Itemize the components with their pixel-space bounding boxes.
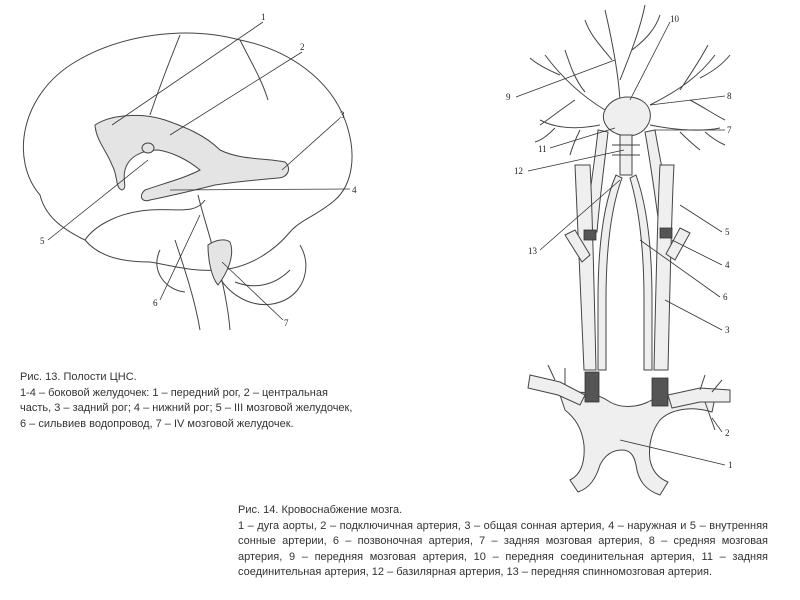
brain-sulcus-line	[239, 39, 269, 101]
label-10: 10	[670, 14, 680, 24]
pons-outline	[156, 249, 186, 293]
left-vertebral-artery	[597, 174, 623, 371]
brain-blood-supply-diagram: 10 9 8 7 11 12 13 5 4 6 3 2 1	[506, 4, 733, 496]
figure-14-caption-text: 1 – дуга аорты, 2 – подключичная артерия…	[238, 519, 768, 579]
brain-lobe-line	[84, 199, 206, 241]
label-4b: 4	[725, 260, 730, 270]
aortic-arch	[559, 391, 716, 496]
leader-line-10	[629, 21, 671, 101]
leader-line-2b	[711, 417, 723, 433]
anterior-cerebral-branches	[584, 4, 661, 101]
basilar-cross-branches	[612, 144, 640, 156]
label-8: 8	[727, 91, 732, 101]
leader-line-8	[649, 95, 726, 106]
left-posterior-cerebral-branches	[534, 119, 601, 156]
leader-line-11	[549, 127, 616, 149]
label-9: 9	[506, 92, 511, 102]
lateral-ventricle-shape	[94, 115, 289, 202]
label-6: 6	[153, 298, 158, 308]
leader-line-4b	[671, 239, 723, 266]
label-6b: 6	[723, 292, 728, 302]
label-2b: 2	[725, 428, 730, 438]
label-11: 11	[538, 144, 547, 154]
left-subclavian-artery	[527, 374, 586, 406]
figure-14-caption-title: Рис. 14. Кровоснабжение мозга.	[238, 504, 403, 516]
cerebellum-fold	[234, 269, 291, 287]
left-middle-cerebral-branches	[529, 49, 606, 126]
label-1: 1	[261, 12, 266, 22]
label-1b: 1	[728, 460, 733, 470]
brain-sulcus-line	[149, 34, 181, 116]
right-vertebral-artery	[629, 174, 653, 371]
left-carotid-bifurcation-band	[583, 229, 597, 241]
label-12: 12	[514, 166, 523, 176]
leader-line-5	[47, 159, 149, 241]
right-posterior-cerebral-branches	[649, 124, 726, 151]
brainstem-outline	[174, 239, 201, 331]
cerebral-aqueduct	[197, 194, 213, 246]
leader-line-2	[169, 51, 303, 136]
right-subclavian-band	[651, 377, 669, 407]
brain-hemisphere-outline	[22, 32, 353, 271]
label-7b: 7	[727, 125, 732, 135]
figure-13-caption-title: Рис. 13. Полости ЦНС.	[20, 371, 137, 383]
right-external-carotid	[665, 227, 691, 261]
leader-line-4	[169, 188, 351, 191]
leader-line-6	[159, 214, 201, 301]
leader-line-3b	[664, 299, 723, 331]
leader-line-3	[281, 117, 341, 171]
label-4: 4	[352, 185, 357, 195]
label-2: 2	[300, 42, 305, 52]
cerebellum-outline	[214, 244, 307, 305]
leader-line-5b	[679, 204, 723, 233]
interventricular-foramen	[141, 142, 155, 154]
label-3b: 3	[725, 325, 730, 335]
leader-line-1b	[619, 439, 726, 466]
subclavian-small-branches	[547, 364, 723, 431]
circle-of-willis	[602, 96, 651, 137]
right-middle-cerebral-branches	[649, 44, 731, 121]
fourth-ventricle-shape	[207, 239, 233, 286]
leader-line-13	[539, 179, 621, 251]
leader-line-12	[527, 149, 625, 172]
label-5b: 5	[725, 227, 730, 237]
label-7: 7	[284, 318, 289, 328]
brain-ventricles-diagram: 1 2 3 4 5 6 7	[22, 12, 357, 331]
label-3: 3	[340, 110, 345, 120]
left-external-carotid	[564, 229, 591, 263]
right-subclavian-artery	[667, 387, 731, 409]
leader-line-9	[515, 59, 616, 98]
right-carotid-bifurcation-band	[659, 227, 673, 239]
leader-line-6b	[639, 239, 721, 298]
figure-13-caption: Рис. 13. Полости ЦНС. 1-4 – боковой желу…	[20, 370, 360, 432]
figure-13-caption-text: 1-4 – боковой желудочек: 1 – передний ро…	[20, 386, 353, 430]
right-common-carotid	[653, 164, 675, 371]
left-common-carotid	[574, 164, 597, 371]
left-subclavian-band	[584, 371, 600, 403]
leader-line-1	[111, 21, 264, 126]
label-5: 5	[40, 236, 45, 246]
label-13: 13	[528, 246, 538, 256]
leader-line-7	[221, 261, 284, 321]
figure-14-caption: Рис. 14. Кровоснабжение мозга. 1 – дуга …	[238, 503, 768, 581]
